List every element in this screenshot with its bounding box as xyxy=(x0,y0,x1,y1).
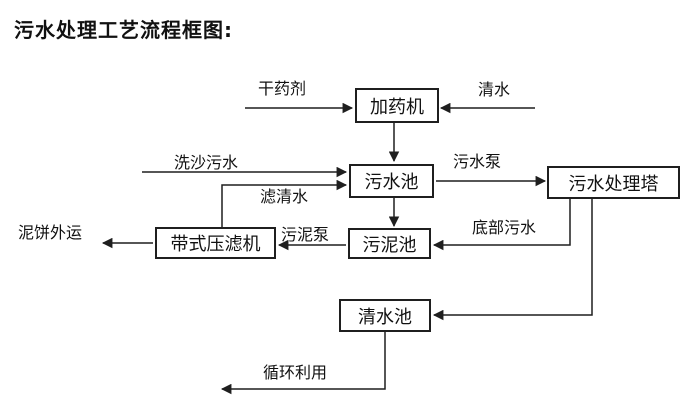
node-clean-water-pool-label: 清水池 xyxy=(358,306,412,328)
node-belt-filter-press: 带式压滤机 xyxy=(155,227,276,259)
flow-label-sludge-pump: 污泥泵 xyxy=(281,225,330,244)
node-belt-filter-press-label: 带式压滤机 xyxy=(170,234,261,255)
node-sludge-pool: 污泥池 xyxy=(348,228,431,259)
arrow-bottom-sewage-to-sludge-pool xyxy=(432,199,571,251)
node-clean-water-pool: 清水池 xyxy=(339,299,431,332)
node-treatment-tower: 污水处理塔 xyxy=(547,166,680,199)
node-sewage-pool: 污水池 xyxy=(349,164,434,198)
node-treatment-tower-label: 污水处理塔 xyxy=(568,173,659,195)
flow-label-filtered-water: 滤清水 xyxy=(260,187,309,206)
node-dosing-machine-label: 加药机 xyxy=(370,96,424,118)
arrow-clean-water-pool-to-recycling xyxy=(220,332,386,395)
flow-label-sand-washing-sewage: 洗沙污水 xyxy=(174,153,239,172)
flow-label-clean-water: 清水 xyxy=(478,80,511,99)
node-sludge-pool-label: 污泥池 xyxy=(362,234,417,256)
flow-label-dry-chemical: 干药剂 xyxy=(258,79,307,98)
flow-label-mud-cake-outbound: 泥饼外运 xyxy=(18,223,83,242)
node-sewage-pool-label: 污水池 xyxy=(364,172,419,193)
flow-label-sewage-pump: 污水泵 xyxy=(453,152,502,171)
flow-label-recycling: 循环利用 xyxy=(263,363,328,382)
flow-label-bottom-sewage: 底部污水 xyxy=(472,218,537,237)
page-title: 污水处理工艺流程框图: xyxy=(14,18,233,42)
arrow-tower-to-clean-water-pool xyxy=(432,199,593,321)
arrow-filtered-water-to-sewage-pool xyxy=(221,179,348,227)
node-dosing-machine: 加药机 xyxy=(355,88,439,123)
